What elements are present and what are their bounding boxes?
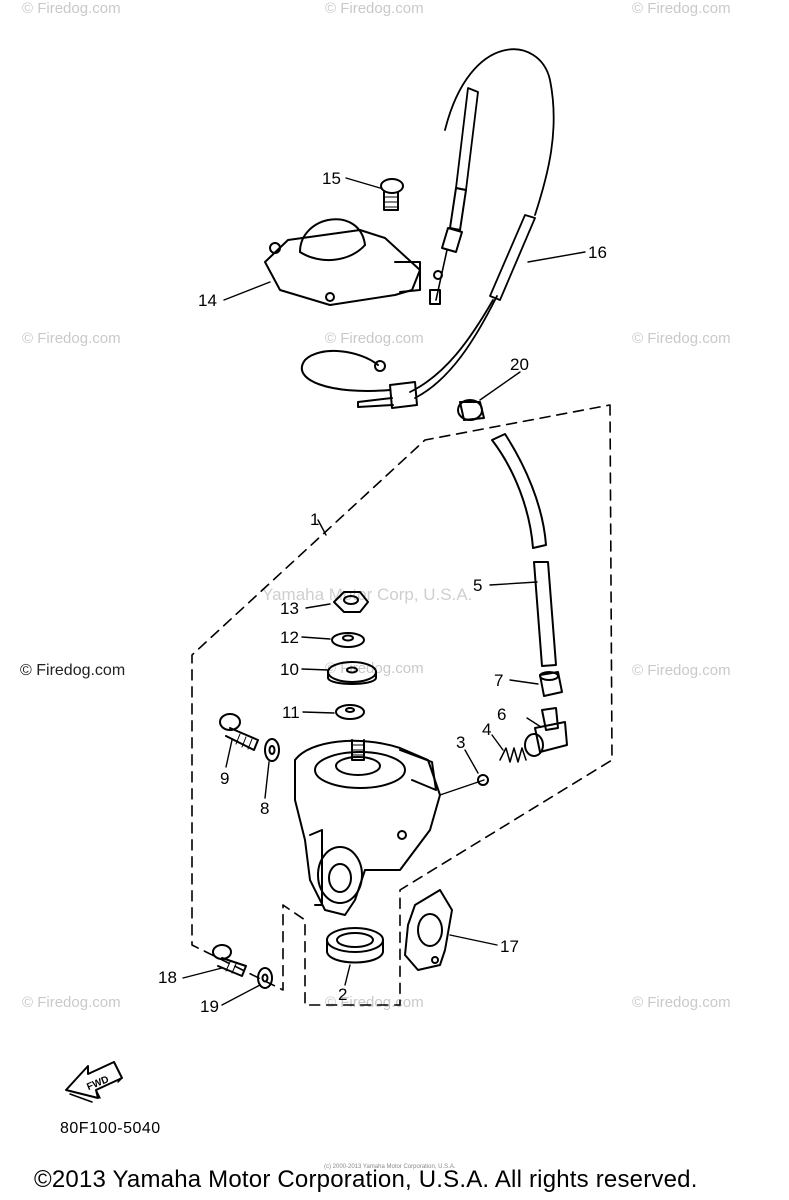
watermark: © Firedog.com: [325, 0, 424, 17]
center-watermark: Yamaha Motor Corp, U.S.A.: [262, 585, 473, 604]
watermark: © Firedog.com: [632, 994, 731, 1011]
callout-3: 3: [456, 733, 465, 752]
part-15-screw: [380, 178, 404, 211]
watermark: © Firedog.com: [632, 330, 731, 347]
callout-17: 17: [500, 937, 519, 956]
callout-7: 7: [494, 671, 503, 690]
part-12-washer: [331, 632, 365, 648]
assembly-boundary: [191, 404, 613, 1006]
part-8-washer: [264, 738, 280, 762]
callout-10: 10: [280, 660, 299, 679]
part-4-spring: [499, 747, 527, 763]
callout-18: 18: [158, 968, 177, 987]
part-13-nut: [333, 591, 369, 613]
callout-13: 13: [280, 599, 299, 618]
part-14-cover: [264, 218, 421, 306]
oil-pump-body: [294, 739, 485, 916]
watermark: © Firedog.com: [325, 330, 424, 347]
part-18-bolt: [212, 944, 247, 977]
callout-20: 20: [510, 355, 529, 374]
part-9-bolt: [219, 713, 259, 751]
watermark: © Firedog.com: [632, 662, 731, 679]
callout-16: 16: [588, 243, 607, 262]
part-20-collar: [457, 399, 485, 421]
callout-6: 6: [497, 705, 506, 724]
watermark: © Firedog.com: [20, 662, 126, 679]
tiny-copyright-note: (c) 2000-2013 Yamaha Motor Corporation, …: [324, 1164, 456, 1170]
diagram-part-code: 80F100-5040: [60, 1120, 161, 1137]
leader-lines: [182, 177, 586, 1006]
watermark: © Firedog.com: [22, 0, 121, 17]
part-17-gasket: [404, 889, 453, 971]
part-7-fitting: [539, 671, 563, 697]
part-19-washer: [257, 967, 273, 989]
callout-15: 15: [322, 169, 341, 188]
watermark: © Firedog.com: [632, 0, 731, 17]
callout-14: 14: [198, 291, 217, 310]
callout-9: 9: [220, 769, 229, 788]
fwd-arrow-icon: FWD: [65, 1061, 123, 1103]
callout-2: 2: [338, 985, 347, 1004]
part-6-elbow: [524, 707, 568, 757]
callout-4: 4: [482, 720, 491, 739]
part-5-hose: [491, 433, 557, 667]
callout-5: 5: [473, 576, 482, 595]
callout-8: 8: [260, 799, 269, 818]
callout-11: 11: [282, 703, 300, 722]
part-3-ball: [477, 774, 489, 786]
part-2-oil-seal: [326, 927, 384, 964]
callout-1: 1: [310, 510, 319, 529]
watermark: © Firedog.com: [325, 994, 424, 1011]
copyright-footer: ©2013 Yamaha Motor Corporation, U.S.A. A…: [34, 1166, 698, 1193]
callout-19: 19: [200, 997, 219, 1016]
part-11-washer: [335, 704, 365, 720]
watermark: © Firedog.com: [22, 994, 121, 1011]
watermark: © Firedog.com: [22, 330, 121, 347]
callout-12: 12: [280, 628, 299, 647]
part-10-plate: [327, 661, 377, 685]
part-16-cable: [300, 48, 555, 409]
